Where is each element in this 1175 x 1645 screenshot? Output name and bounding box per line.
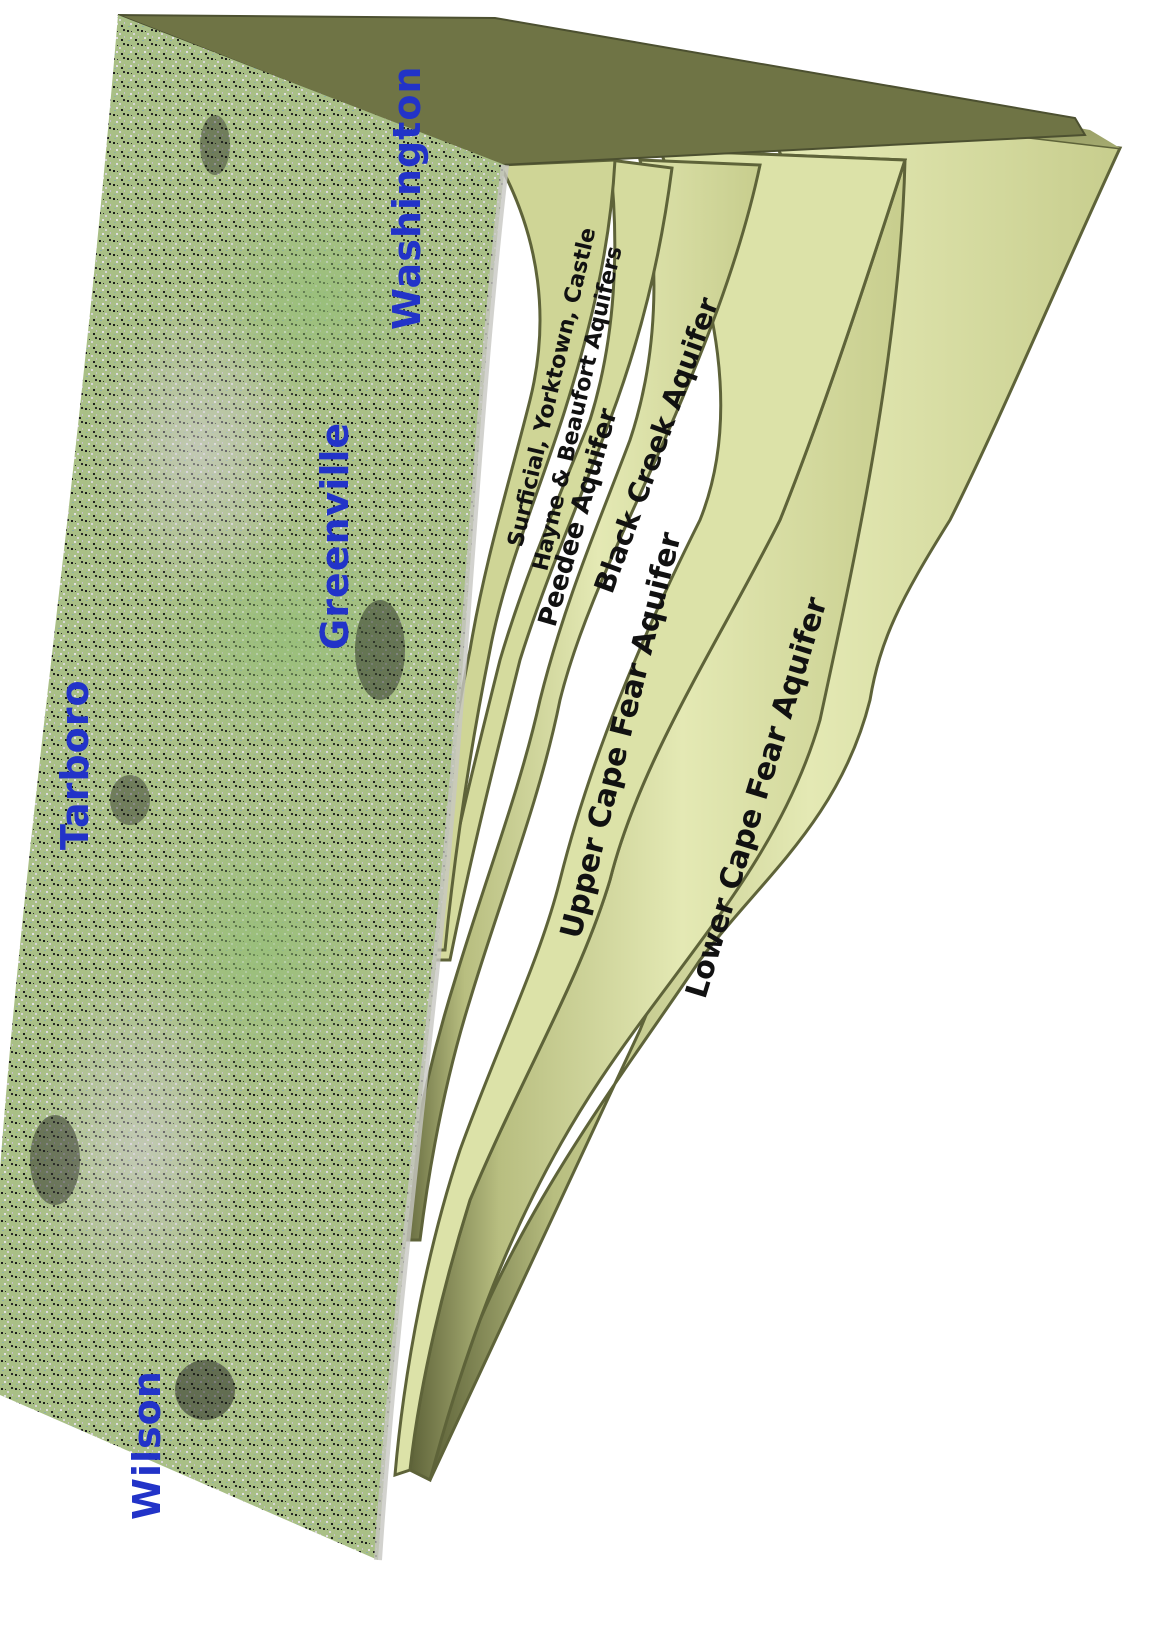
city-label-tarboro: Tarboro <box>53 679 97 850</box>
city-label-greenville: Greenville <box>313 422 357 650</box>
city-label-wilson: Wilson <box>125 1370 169 1520</box>
map-grey-patch <box>90 300 310 600</box>
city-label-washington: Washington <box>385 66 429 330</box>
map-urban-cluster <box>30 1115 80 1205</box>
map-urban-cluster <box>355 600 405 700</box>
map-urban-cluster <box>175 1360 235 1420</box>
map-urban-cluster <box>200 115 230 175</box>
map-urban-cluster <box>110 775 150 825</box>
